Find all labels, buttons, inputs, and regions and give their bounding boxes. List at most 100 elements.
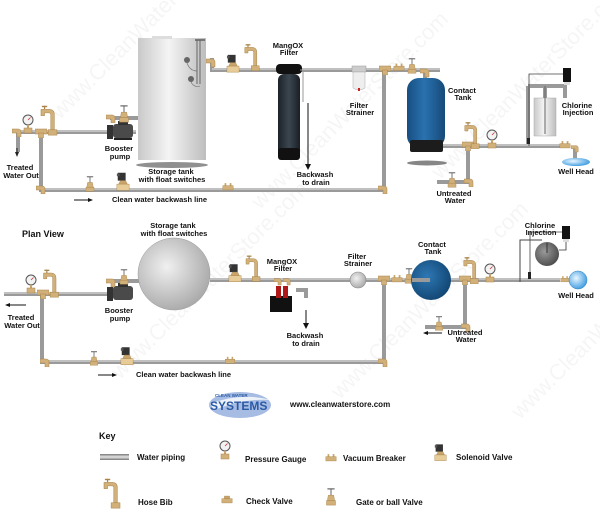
elbow-fitting [464,178,474,187]
check-valve-icon [221,495,233,504]
legend-item-solenoid-valve: Solenoid Valve [434,444,513,462]
label-treated-water-out: Treated Water Out [3,163,39,180]
check-valve-icon [560,275,570,283]
legend-label: Pressure Gauge [245,455,307,464]
label-backwash-to-drain: Backwash to drain [297,170,336,187]
tee-fitting [37,289,49,299]
booster-pump [107,283,133,301]
logo-main-text: SYSTEMS [210,399,267,413]
legend-label: Hose Bib [138,498,173,507]
solenoid-valve-icon [226,54,240,73]
label-chlorine-injection: Chlorine Injection [525,221,558,237]
legend-label: Check Valve [246,497,293,506]
elevation-view: Treated Water Out Booster pump [3,36,594,205]
legend-title: Key [99,431,116,441]
elbow-fitting [106,114,116,123]
legend-label: Gate or ball Valve [356,498,423,507]
label-clean-water-backwash-line: Clean water backwash line [136,370,231,379]
filter-strainer [349,271,367,289]
pressure-gauge-icon [22,114,34,134]
label-well-head: Well Head [558,291,594,300]
contact-tank [411,260,451,300]
gate-valve-icon [85,176,95,192]
legend-label: Vacuum Breaker [343,454,406,463]
well-head [562,158,590,166]
legend-item-check-valve: Check Valve [221,495,293,506]
chlorine-injection [527,68,571,146]
mangox-filter [276,64,304,160]
elbow-fitting [274,278,282,286]
label-chlorine-injection: Chlorine Injection [562,101,595,117]
legend-item-pressure-gauge: Pressure Gauge [219,440,307,464]
arrow-left-icon [423,331,428,335]
pressure-gauge-icon [484,263,496,283]
label-clean-water-backwash-line: Clean water backwash line [112,195,207,204]
check-valve-icon [559,140,571,149]
pressure-gauge-icon [486,129,498,149]
label-filter-strainer: Filter Strainer [346,101,374,117]
brand-logo: CLEAN WATER SYSTEMS [209,392,272,418]
gate-valve-icon [325,488,337,506]
solenoid-valve-icon [116,172,130,191]
label-treated-water-out: Treated Water Out [4,313,40,330]
elbow-fitting [378,185,388,194]
logo-top-text: CLEAN WATER [215,393,248,398]
gate-valve-icon [89,351,99,366]
storage-tank [137,237,211,311]
label-untreated-water: Untreated Water [447,328,484,344]
legend: Key Water piping Pressure Gauge Vacuum B… [99,431,513,509]
gate-valve-icon [434,316,444,331]
legend-item-hose-bib: Hose Bib [103,478,173,509]
legend-label: Solenoid Valve [456,453,513,462]
label-untreated-water: Untreated Water [436,189,473,205]
website-url[interactable]: www.cleanwaterstore.com [289,400,390,409]
legend-item-water-piping: Water piping [100,453,185,462]
label-booster-pump: Booster pump [105,306,135,323]
legend-item-gate-valve: Gate or ball Valve [325,488,423,507]
storage-tank [136,36,208,168]
hose-bib-icon [244,43,260,71]
elbow-fitting [36,185,46,194]
label-mangox-filter: MangOX Filter [267,257,300,273]
vacuum-breaker-icon [391,274,403,283]
svg-text:www.CleanWaterStore.com: www.CleanWaterStore.com [325,196,533,404]
plan-view: Plan View Treated Water Out [4,221,594,379]
label-well-head: Well Head [558,167,594,176]
solenoid-valve-icon [434,444,447,461]
label-filter-strainer: Filter Strainer [344,252,372,268]
gate-valve-icon [119,269,129,285]
vacuum-breaker-icon [325,453,337,462]
mangox-filter [270,278,292,312]
hose-bib-icon [245,255,261,282]
label-contact-tank: Contact Tank [448,86,478,102]
label-mangox-filter: MangOX Filter [273,41,306,57]
elbow-fitting [106,278,116,287]
legend-label: Water piping [137,453,185,462]
elbow-fitting [40,358,50,367]
water-piping-icon [100,454,129,460]
label-storage-tank: Storage tank with float switches [140,221,208,238]
hose-bib-icon [103,478,121,509]
tee-fitting [35,128,47,138]
chlorine-injection [528,226,570,279]
legend-item-vacuum-breaker: Vacuum Breaker [325,453,406,463]
well-head [568,270,588,290]
gate-valve-icon [118,105,130,123]
arrow-down-icon [305,164,311,170]
vacuum-breaker-icon [224,356,236,364]
arrow-down-icon [303,323,309,329]
pressure-gauge-icon [25,274,37,294]
arrow-right-icon [88,198,93,202]
pressure-gauge-icon [219,440,231,460]
label-booster-pump: Booster pump [105,144,135,161]
booster-pump [107,121,133,140]
elbow-fitting [283,278,291,286]
label-backwash-to-drain: Backwash to drain [287,331,326,348]
plan-view-title: Plan View [22,229,65,239]
vacuum-breaker-icon [222,182,234,191]
contact-tank [407,78,447,166]
tee-fitting [378,275,390,285]
label-storage-tank: Storage tank with float switches [138,167,206,184]
arrow-left-icon [5,303,10,307]
